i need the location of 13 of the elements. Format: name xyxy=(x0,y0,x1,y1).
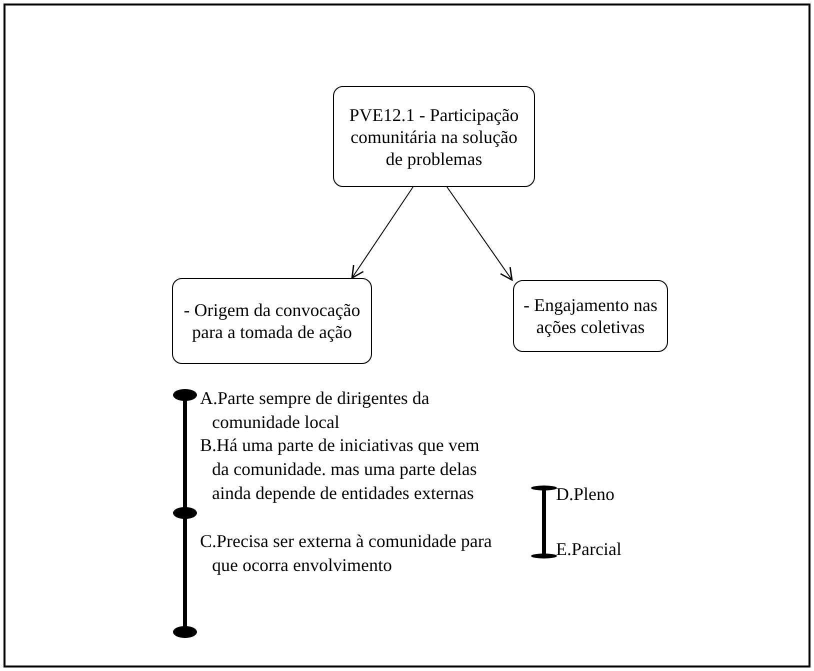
scale-item-text: A.Parte sempre de dirigentes da comunidade local xyxy=(200,387,430,434)
node-text: - Engajamento nas ações coletivas xyxy=(522,294,658,338)
rounded-box xyxy=(513,280,668,352)
rounded-box xyxy=(172,278,372,364)
scale-item-text: E.Parcial xyxy=(556,538,622,561)
node-text: - Origem da convocação para a tomada de ação xyxy=(182,299,362,343)
rounded-box xyxy=(333,86,535,187)
arrow xyxy=(446,186,513,281)
scale-item-text: D.Pleno xyxy=(556,483,616,506)
node-text: PVE12.1 - Participação comunitária na solução de problemas xyxy=(348,104,520,170)
scale-item-text: B.Há uma parte de iniciativas que vem da comunidade. mas uma parte delas ainda depende de entidades externas xyxy=(200,434,480,505)
scale-item-text: C.Precisa ser externa à comunidade para que ocorra envolvimento xyxy=(200,530,492,577)
arrow xyxy=(351,186,414,279)
